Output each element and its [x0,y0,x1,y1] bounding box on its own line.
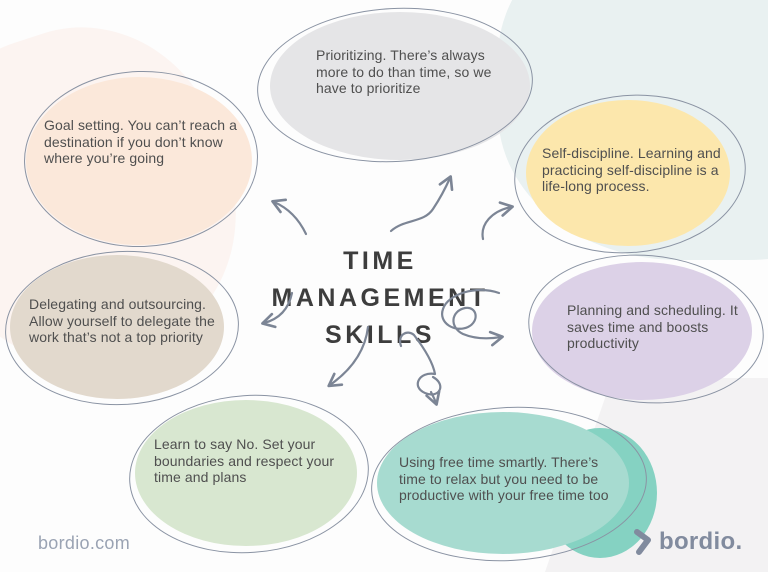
bubble-delegating-and-outsourcing: Delegating and outsourcing. Allow yourse… [0,244,245,412]
page-title-line2: SKILLS [325,321,435,349]
bubble-fill [377,412,629,554]
bubble-self-discipline: Self-discipline. Learning and practicing… [507,85,753,263]
bubble-learn-to-say-no: Learn to say No. Set your boundaries and… [123,386,376,562]
bubble-text: Planning and scheduling. It saves time a… [567,302,738,351]
bubble-using-free-time-smartly: Using free time smartly. There’s time to… [365,399,657,569]
brand-name: bordio. [659,528,743,555]
bubble-fill [10,255,224,399]
bubble-text: Self-discipline. Learning and practicing… [542,145,721,194]
website-url: bordio.com [38,533,131,553]
arrow-to-prioritizing [389,175,454,233]
arrow-to-goal-setting [271,198,308,236]
bubble-text: Prioritizing. There’s always more to do … [316,47,492,96]
page-title: TIME MANAGEMENT SKILLS [235,243,525,354]
bubble-text: Learn to say No. Set your boundaries and… [154,436,335,485]
bubble-prioritizing: Prioritizing. There’s always more to do … [253,0,537,170]
bubble-text: Delegating and outsourcing. Allow yourse… [29,296,215,345]
bubble-planning-and-scheduling: Planning and scheduling. It saves time a… [521,244,768,414]
bubble-fill [135,400,357,546]
brand-logo: bordio. [633,528,742,556]
bubble-goal-setting: Goal setting. You can’t reach a destinat… [18,65,263,252]
bubble-text: Using free time smartly. There’s time to… [399,454,609,503]
bubble-text: Goal setting. You can’t reach a destinat… [44,117,238,166]
bubble-fill [526,100,730,246]
bubble-fill [26,77,252,245]
arrow-to-self-discipline [481,201,514,241]
page-title-line1: TIME MANAGEMENT [271,247,489,312]
bubble-fill [270,12,530,160]
bubble-fill [532,262,752,400]
bordio-chevron-icon [634,529,651,555]
